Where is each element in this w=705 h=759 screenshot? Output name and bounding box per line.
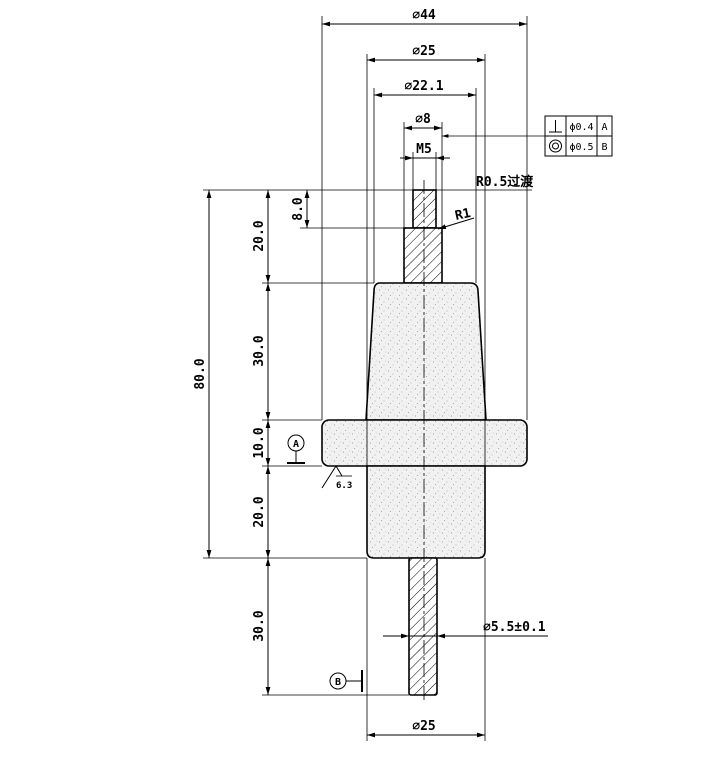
tolerance-value-2: ϕ0.5 <box>569 142 593 153</box>
pin-diameter-dim: ⌀5.5±0.1 <box>383 620 548 639</box>
surface-roughness: 6.3 <box>321 465 352 491</box>
lower-pin <box>408 557 438 696</box>
upper-tapered-body <box>365 282 487 421</box>
perpendicularity-icon <box>549 120 562 133</box>
dim-length-20-top: 20.0 <box>252 220 267 251</box>
dim-diameter-44: ⌀44 <box>412 8 436 23</box>
lower-body <box>366 465 486 559</box>
dim-thread-m5: M5 <box>416 142 432 157</box>
datum-b: B <box>329 670 363 692</box>
dim-diameter-25-bottom: ⌀25 <box>412 719 435 734</box>
tolerance-frame: ϕ0.4 A ϕ0.5 B <box>544 115 613 157</box>
upper-shoulder-pin <box>403 227 443 284</box>
flange <box>321 419 528 467</box>
dim-length-30-upper: 30.0 <box>252 335 267 366</box>
dim-length-30-lower: 30.0 <box>252 610 267 641</box>
upper-thread-pin <box>412 189 437 229</box>
top-dimensions: ⌀44 ⌀25 ⌀22.1 ⌀8 M5 R0.5过渡 R1 <box>321 8 545 466</box>
tolerance-datum-1: A <box>601 122 607 133</box>
tolerance-datum-2: B <box>601 142 607 153</box>
dim-diameter-8: ⌀8 <box>415 112 431 127</box>
part-body <box>321 180 528 700</box>
datum-a-label: A <box>293 439 299 450</box>
left-dimensions: 8.0 20.0 30.0 10.0 20.0 30.0 80.0 <box>193 189 413 696</box>
note-fillet-transition: R0.5过渡 <box>476 174 534 190</box>
dim-length-80-total: 80.0 <box>193 358 208 389</box>
datum-a: A <box>287 434 305 464</box>
tolerance-value-1: ϕ0.4 <box>569 122 593 133</box>
concentricity-icon <box>549 139 562 153</box>
dim-radius-r1: R1 <box>454 206 473 224</box>
dim-pin-diameter: ⌀5.5±0.1 <box>483 620 546 635</box>
dim-length-20-lower: 20.0 <box>252 496 267 527</box>
dim-diameter-25-top: ⌀25 <box>412 44 435 59</box>
bottom-dimensions: ⌀25 <box>366 558 486 741</box>
surface-roughness-value: 6.3 <box>336 481 352 491</box>
dim-diameter-22-1: ⌀22.1 <box>404 79 443 94</box>
datum-b-label: B <box>335 677 341 688</box>
dim-length-8: 8.0 <box>291 197 306 221</box>
dim-length-10: 10.0 <box>252 427 267 458</box>
